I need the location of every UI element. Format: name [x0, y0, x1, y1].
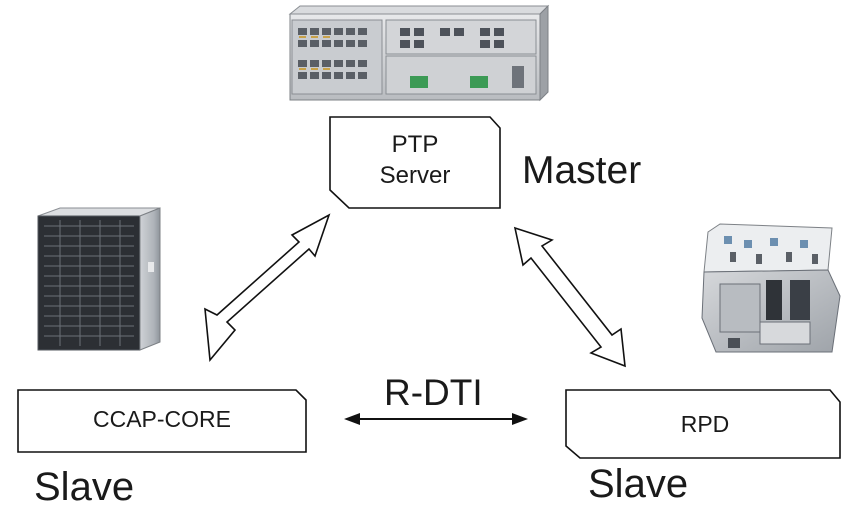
rack-router-icon — [288, 4, 550, 102]
ptp-server-label-line1: PTP — [391, 131, 439, 158]
master-role-label: Master — [522, 149, 642, 192]
rpd-slave-label: Slave — [588, 462, 689, 506]
rpd-box — [565, 389, 841, 459]
ptp-server-box — [329, 116, 501, 209]
chassis-server-icon — [37, 207, 161, 351]
rdti-link-arrow — [344, 413, 528, 425]
ptp-server-label-line2: Server — [379, 162, 451, 189]
ccap-ptp-double-arrow — [204, 213, 331, 362]
ptp-rpd-double-arrow — [513, 226, 626, 368]
rdti-label: R-DTI — [384, 372, 483, 413]
remote-phy-node-icon — [701, 223, 841, 353]
rpd-label: RPD — [680, 411, 730, 437]
ccap-core-slave-label: Slave — [34, 465, 135, 509]
ccap-core-box — [17, 389, 307, 453]
ccap-core-label: CCAP-CORE — [92, 406, 231, 432]
ptp-server-label: PTP Server — [330, 129, 500, 191]
